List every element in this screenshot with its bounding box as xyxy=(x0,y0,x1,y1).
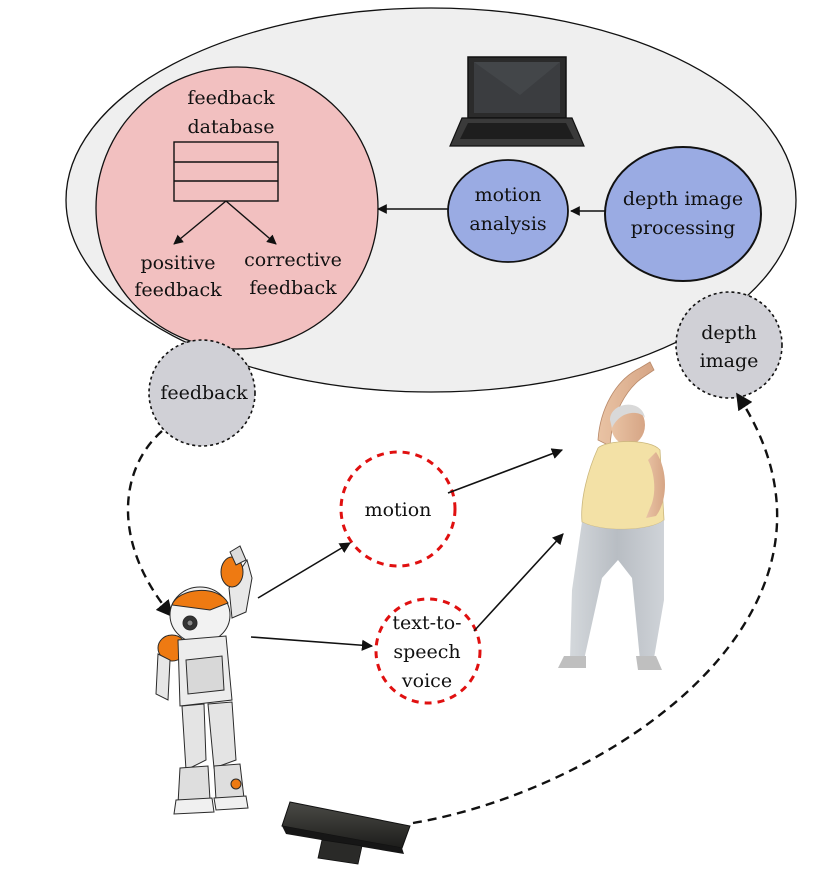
positive-feedback-label: feedback xyxy=(134,279,222,301)
depth-processing-node xyxy=(604,146,762,282)
feedback-signal-node xyxy=(148,339,256,447)
arrow-motion-to-person xyxy=(447,448,564,494)
depth-image-signal-label: image xyxy=(700,350,759,372)
corrective-feedback-label: feedback xyxy=(249,277,337,299)
positive-feedback-label: positive xyxy=(140,252,215,274)
feedback-database-label: database xyxy=(188,116,275,138)
motion-analysis-label: motion xyxy=(475,184,542,206)
feedback-database-label: feedback xyxy=(187,87,275,109)
feedback-module xyxy=(95,66,379,350)
depth-image-signal-label: depth xyxy=(701,322,756,344)
corrective-feedback-label: corrective xyxy=(244,249,342,271)
tts-voice-label: text-to- xyxy=(392,612,461,634)
arrow-robot-to-voice xyxy=(250,636,374,651)
motion-signal-label: motion xyxy=(365,499,432,521)
laptop-icon xyxy=(449,56,585,147)
robot-icon xyxy=(155,545,253,815)
depth-processing-label: processing xyxy=(631,217,736,239)
motion-signal-node xyxy=(339,450,457,568)
motion-analysis-node xyxy=(447,159,569,263)
depth-processing-label: depth image xyxy=(623,188,743,210)
tts-voice-label: voice xyxy=(401,670,452,692)
arrow-voice-to-person xyxy=(473,533,564,632)
person-icon xyxy=(558,361,665,670)
arrow-db-to-positive xyxy=(173,200,227,245)
tts-voice-node xyxy=(374,597,482,705)
arrow-sensor-to-depth-image xyxy=(412,392,779,825)
depth-image-signal-node xyxy=(675,291,783,399)
feedback-signal-label: feedback xyxy=(160,382,248,404)
arrow-db-to-corrective xyxy=(225,200,277,245)
tts-voice-label: speech xyxy=(393,641,460,663)
arrow-robot-to-motion xyxy=(257,542,351,599)
motion-analysis-label: analysis xyxy=(469,213,546,235)
depth-sensor-icon xyxy=(281,801,411,865)
arrow-feedback-to-robot xyxy=(126,430,174,618)
